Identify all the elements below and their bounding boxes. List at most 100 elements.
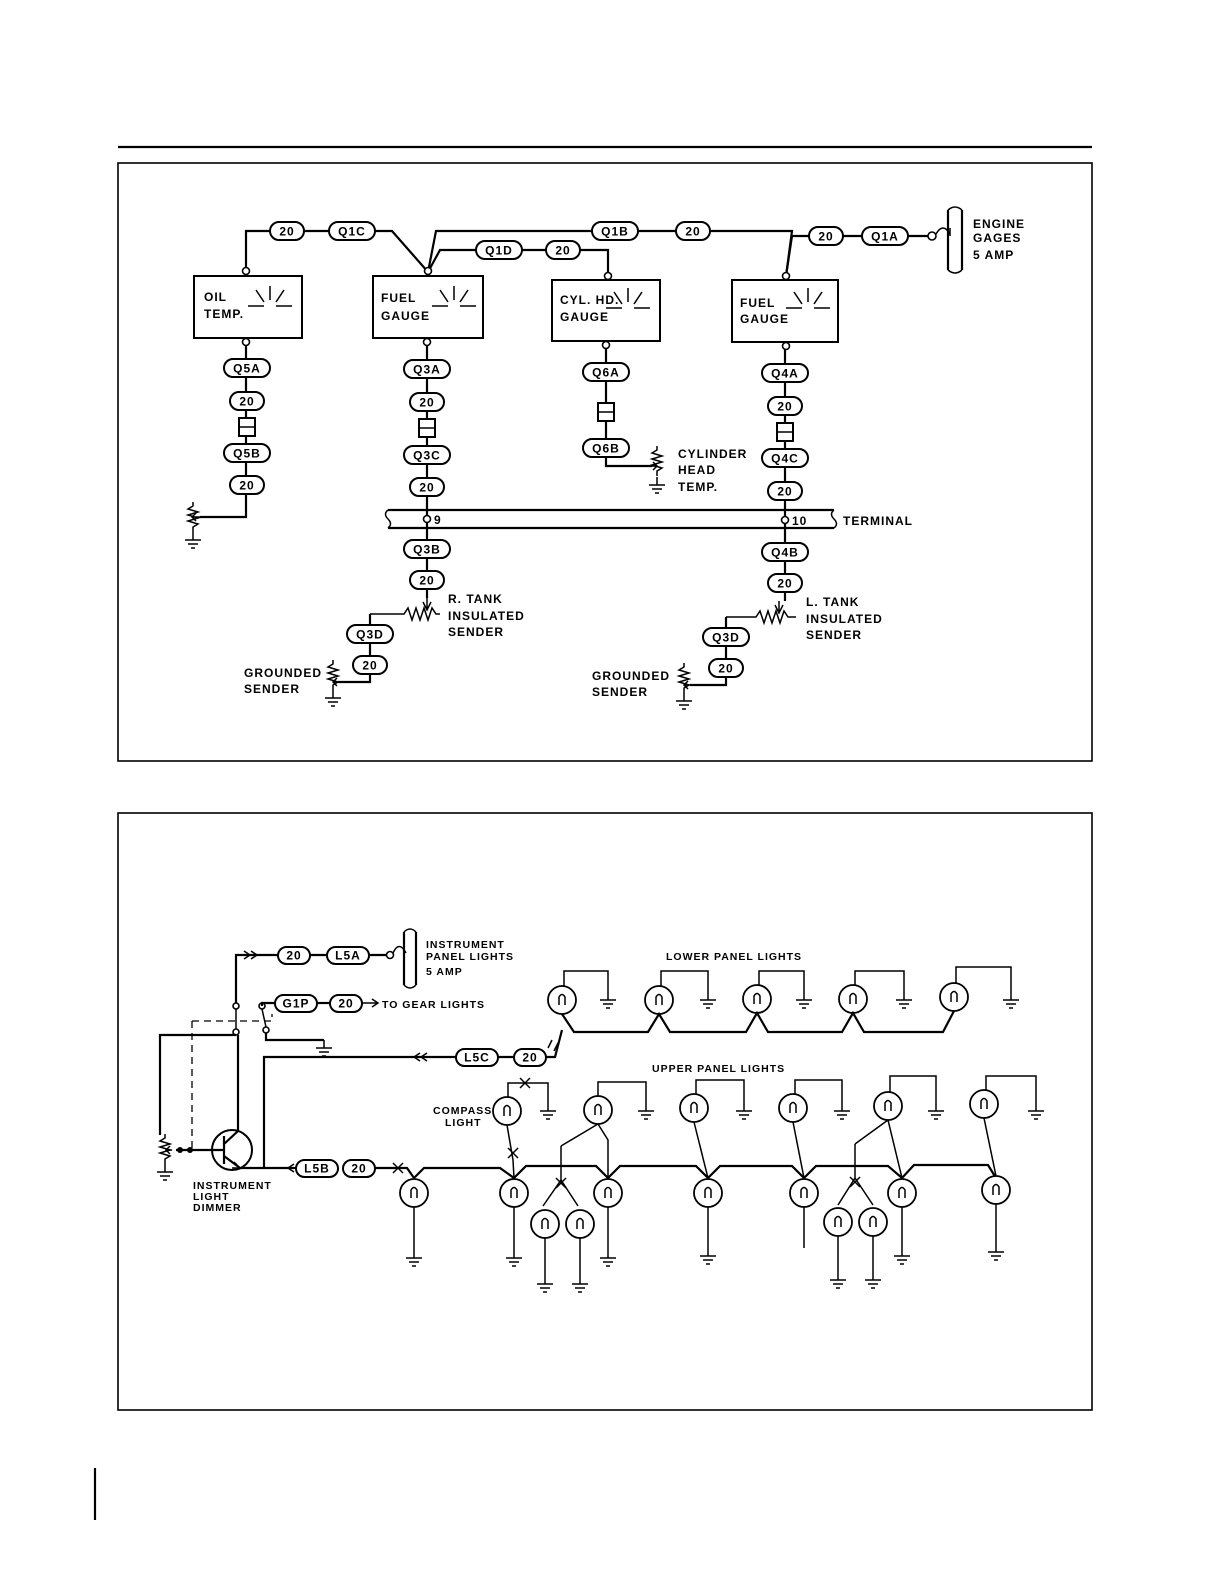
svg-text:20: 20 xyxy=(555,244,570,258)
svg-text:Q3C: Q3C xyxy=(413,449,441,463)
breaker-label: 5 AMP xyxy=(973,248,1014,262)
grounded-sender-left xyxy=(675,662,693,710)
wire-label: 20 xyxy=(767,481,803,501)
terminal-post: 10 xyxy=(792,514,807,528)
terminal-strip xyxy=(384,508,838,530)
wire-label: 20 xyxy=(808,226,844,246)
r-tank-sender xyxy=(368,598,440,626)
terminal-label: TERMINAL xyxy=(843,514,913,528)
oil-temp-gauge: OIL TEMP. xyxy=(193,275,303,339)
lower-panel-light xyxy=(742,970,813,1014)
breaker-label: INSTRUMENT xyxy=(426,939,505,951)
wire-label: 20 xyxy=(329,994,363,1013)
wire-label: Q4B xyxy=(761,542,809,562)
wire-label: 20 xyxy=(269,221,305,241)
right-fuel-gauge: FUEL GAUGE xyxy=(372,275,484,339)
upper-panel-light xyxy=(679,1079,753,1179)
breaker-label: ENGINE xyxy=(973,217,1025,231)
svg-text:20: 20 xyxy=(818,230,833,244)
svg-text:20: 20 xyxy=(279,225,294,239)
wire-label: 20 xyxy=(409,392,445,412)
svg-text:Q6A: Q6A xyxy=(592,366,620,380)
wire-label: 20 xyxy=(229,475,265,495)
fuse-icon xyxy=(776,422,794,442)
wire-label: 20 xyxy=(352,655,388,675)
svg-text:20: 20 xyxy=(777,485,792,499)
wire-label: Q5B xyxy=(223,443,271,463)
wire-label: Q1A xyxy=(861,226,909,246)
svg-text:L5B: L5B xyxy=(304,1162,330,1176)
svg-text:Q3D: Q3D xyxy=(356,628,384,642)
upper-panel-light xyxy=(560,1081,655,1178)
svg-text:Q1B: Q1B xyxy=(601,225,629,239)
wire-label: L5A xyxy=(326,946,370,965)
upper-panel-light xyxy=(778,1079,851,1179)
svg-text:Q1C: Q1C xyxy=(338,225,366,239)
svg-text:20: 20 xyxy=(286,949,301,963)
wire-label: Q4C xyxy=(761,448,809,468)
wire-label: Q6B xyxy=(582,438,630,458)
wire-label: Q5A xyxy=(223,358,271,378)
instrument-light-dimmer xyxy=(156,1035,264,1181)
grounded-sender-label: GROUNDED xyxy=(592,669,670,683)
wire-label: 20 xyxy=(767,396,803,416)
wire-label: Q1D xyxy=(475,240,523,260)
wire-label: Q3C xyxy=(403,445,451,465)
svg-text:20: 20 xyxy=(239,479,254,493)
cylinder-head-label: CYLINDER xyxy=(678,447,747,461)
l-tank-sender xyxy=(724,601,796,628)
svg-text:20: 20 xyxy=(239,395,254,409)
panel-light xyxy=(499,1178,529,1267)
svg-text:20: 20 xyxy=(718,662,733,676)
paired-panel-lights xyxy=(530,1146,595,1293)
svg-text:L5A: L5A xyxy=(335,949,361,963)
panel-light xyxy=(789,1178,819,1248)
breaker-label: PANEL LIGHTS xyxy=(426,951,514,963)
svg-text:20: 20 xyxy=(419,396,434,410)
ground-icon xyxy=(315,1039,333,1057)
wire-label: Q3A xyxy=(403,359,451,379)
engine-gages-diagram: ENGINE GAGES 5 AMP 20 Q1C Q1B 20 20 Q1A … xyxy=(117,162,1093,762)
compass-light xyxy=(492,1077,557,1179)
breaker-label: 5 AMP xyxy=(426,966,463,978)
wire-label: 20 xyxy=(675,221,711,241)
wire-label: L5B xyxy=(295,1159,339,1178)
svg-text:L5C: L5C xyxy=(464,1051,490,1065)
wire-label: Q3B xyxy=(403,539,451,559)
svg-text:Q4B: Q4B xyxy=(771,546,799,560)
panel-light xyxy=(399,1178,429,1267)
lower-panel-label: LOWER PANEL LIGHTS xyxy=(666,951,802,963)
svg-text:Q4A: Q4A xyxy=(771,367,799,381)
l-tank-label: INSULATED xyxy=(806,612,883,626)
compass-label: LIGHT xyxy=(445,1117,482,1129)
l-tank-label: L. TANK xyxy=(806,595,859,609)
l-tank-label: SENDER xyxy=(806,628,862,642)
panel-light xyxy=(887,1178,917,1265)
svg-text:Q3B: Q3B xyxy=(413,543,441,557)
wire-label: Q1C xyxy=(328,221,376,241)
svg-text:20: 20 xyxy=(419,481,434,495)
wire-label: 20 xyxy=(409,570,445,590)
terminal-post: 9 xyxy=(434,513,442,527)
panel-lights-breaker xyxy=(392,928,418,989)
wire-label: Q4A xyxy=(761,363,809,383)
cylinder-head-label: HEAD xyxy=(678,463,716,477)
svg-text:20: 20 xyxy=(522,1051,537,1065)
grounded-sender-right xyxy=(324,659,342,707)
wire-label: Q1B xyxy=(591,221,639,241)
upper-panel-light xyxy=(969,1075,1045,1177)
svg-text:CYL. HD.: CYL. HD. xyxy=(560,293,619,307)
cylinder-head-sender xyxy=(648,445,666,494)
svg-text:Q5A: Q5A xyxy=(233,362,261,376)
upper-panel-label: UPPER PANEL LIGHTS xyxy=(652,1063,785,1075)
svg-text:GAUGE: GAUGE xyxy=(381,309,430,323)
svg-text:Q4C: Q4C xyxy=(771,452,799,466)
fuse-icon xyxy=(238,417,256,437)
wire-label: 20 xyxy=(708,658,744,678)
lower-panel-light xyxy=(838,970,913,1014)
panel-light xyxy=(593,1178,623,1267)
r-tank-label: R. TANK xyxy=(448,592,503,606)
wire-label: 20 xyxy=(545,240,581,260)
lower-panel-light xyxy=(547,970,617,1015)
grounded-sender-label: SENDER xyxy=(592,685,648,699)
